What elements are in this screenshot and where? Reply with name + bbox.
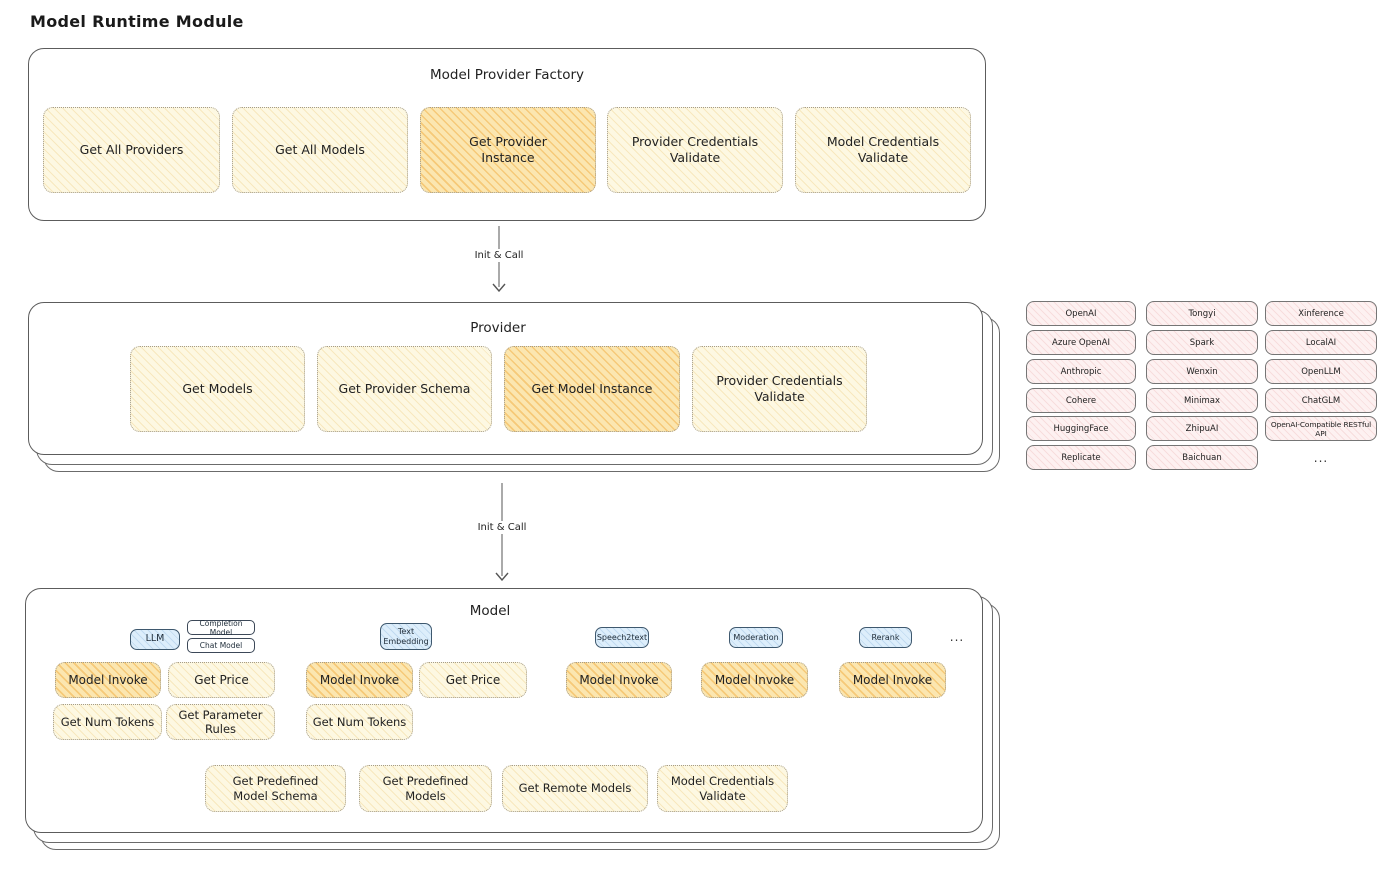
node-llm-get-num-tokens: Get Num Tokens	[53, 704, 162, 740]
tag-rerank: Rerank	[859, 627, 912, 648]
vendor-openai-compatible-restful-api: OpenAI-Compatible RESTful API	[1265, 416, 1377, 441]
node-llm-model-invoke: Model Invoke	[55, 662, 161, 698]
node-get-provider-instance: Get Provider Instance	[420, 107, 596, 193]
tag-completion-model: Completion Model	[187, 619, 255, 637]
node-get-model-instance: Get Model Instance	[504, 346, 680, 432]
model-title: Model	[469, 603, 511, 619]
node-text-embedding-model-invoke: Model Invoke	[306, 662, 413, 698]
tag-llm: LLM	[130, 629, 180, 650]
arrow-label-init-call-1: Init & Call	[470, 249, 528, 262]
vendor-chatglm: ChatGLM	[1265, 388, 1377, 413]
arrow-head-icon	[495, 572, 509, 581]
tag-moderation: Moderation	[729, 627, 783, 648]
vendor-tongyi: Tongyi	[1146, 301, 1258, 326]
vendor-localai: LocalAI	[1265, 330, 1377, 355]
node-model-credentials-validate: Model Credentials Validate	[795, 107, 971, 193]
node-get-models: Get Models	[130, 346, 305, 432]
vendor-huggingface: HuggingFace	[1026, 416, 1136, 441]
vendor-openai: OpenAI	[1026, 301, 1136, 326]
vendor-baichuan: Baichuan	[1146, 445, 1258, 470]
node-provider-credentials-validate: Provider Credentials Validate	[607, 107, 783, 193]
vendor-cohere: Cohere	[1026, 388, 1136, 413]
provider-title: Provider	[470, 320, 526, 336]
vendor-more-ellipsis: ...	[1313, 450, 1329, 465]
node-llm-get-price: Get Price	[168, 662, 275, 698]
node-llm-get-parameter-rules: Get Parameter Rules	[166, 704, 275, 740]
arrow-provider-to-model: Init & Call	[473, 483, 531, 581]
tag-text-embedding: Text Embedding	[380, 623, 432, 650]
node-get-predefined-models: Get Predefined Models	[359, 765, 492, 812]
node-text-embedding-get-num-tokens: Get Num Tokens	[306, 704, 413, 740]
node-get-provider-schema: Get Provider Schema	[317, 346, 492, 432]
vendor-wenxin: Wenxin	[1146, 359, 1258, 384]
vendor-spark: Spark	[1146, 330, 1258, 355]
vendor-zhipuai: ZhipuAI	[1146, 416, 1258, 441]
tag-more-ellipsis: ...	[949, 630, 965, 644]
page-title: Model Runtime Module	[30, 12, 244, 31]
vendor-anthropic: Anthropic	[1026, 359, 1136, 384]
factory-title: Model Provider Factory	[429, 67, 584, 83]
vendor-replicate: Replicate	[1026, 445, 1136, 470]
vendor-minimax: Minimax	[1146, 388, 1258, 413]
vendor-azure-openai: Azure OpenAI	[1026, 330, 1136, 355]
node-get-all-providers: Get All Providers	[43, 107, 220, 193]
arrow-factory-to-provider: Init & Call	[470, 226, 528, 292]
node-moderation-model-invoke: Model Invoke	[701, 662, 808, 698]
node-get-remote-models: Get Remote Models	[502, 765, 648, 812]
node-get-predefined-model-schema: Get Predefined Model Schema	[205, 765, 346, 812]
node-model-credentials-validate-2: Model Credentials Validate	[657, 765, 788, 812]
node-speech2text-model-invoke: Model Invoke	[566, 662, 672, 698]
vendor-openllm: OpenLLM	[1265, 359, 1377, 384]
arrow-label-init-call-2: Init & Call	[473, 521, 531, 534]
tag-speech2text: Speech2text	[595, 627, 649, 648]
node-get-all-models: Get All Models	[232, 107, 408, 193]
node-provider-credentials-validate-2: Provider Credentials Validate	[692, 346, 867, 432]
node-text-embedding-get-price: Get Price	[419, 662, 527, 698]
node-rerank-model-invoke: Model Invoke	[839, 662, 946, 698]
vendor-xinference: Xinference	[1265, 301, 1377, 326]
tag-chat-model: Chat Model	[187, 638, 255, 653]
arrow-head-icon	[492, 283, 506, 292]
